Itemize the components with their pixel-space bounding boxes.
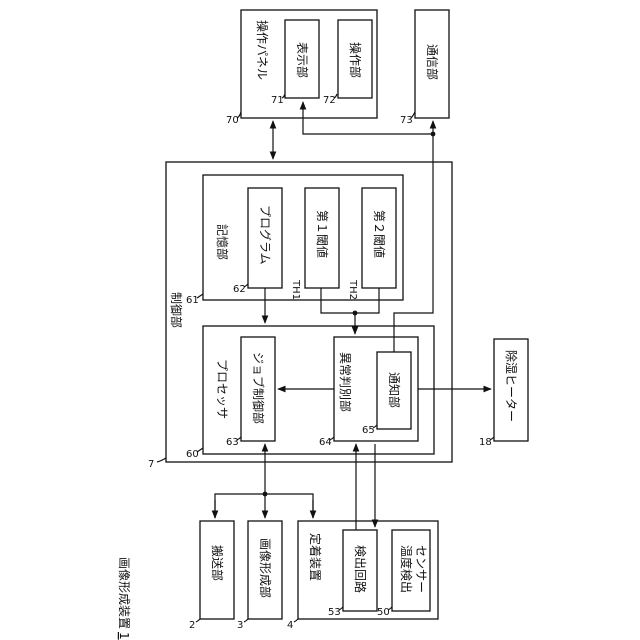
anomaly-judge-label: 異常判別部 [338, 352, 353, 412]
ref-63: 63 [226, 437, 239, 448]
fixing-device-label: 定着装置 [308, 533, 323, 581]
ref-TH1: TH1 [290, 279, 301, 300]
notification-label: 通知部 [387, 372, 402, 408]
transport-unit-label: 搬送部 [210, 545, 225, 581]
leader-line [294, 619, 298, 622]
ref-7: 7 [148, 459, 154, 470]
temperature-sensor-label-1: 温度検出 [399, 545, 414, 593]
ref-65: 65 [362, 425, 375, 436]
ref-64: 64 [319, 437, 332, 448]
ref-4: 4 [287, 620, 293, 631]
ref-TH2: TH2 [347, 279, 358, 300]
ref-53: 53 [328, 607, 341, 618]
temperature-sensor-label-2: センサー [414, 545, 428, 593]
device-number: 1 [117, 632, 131, 640]
detection-circuit-label: 検出回路 [353, 545, 368, 593]
junction-dot [431, 132, 436, 137]
leader-line [244, 619, 248, 622]
ref-3: 3 [237, 620, 243, 631]
processor-label: プロセッサ [215, 359, 229, 419]
leader-line [196, 619, 200, 622]
ref-18: 18 [479, 437, 492, 448]
image-forming-unit-label: 画像形成部 [258, 538, 273, 598]
ref-2: 2 [189, 620, 195, 631]
ref-70: 70 [226, 115, 239, 126]
junction-dot [353, 311, 358, 316]
operation-unit-label: 操作部 [348, 42, 363, 78]
threshold2-label: 第２閾値 [372, 210, 387, 258]
ref-61: 61 [186, 295, 199, 306]
ref-72: 72 [323, 95, 336, 106]
display-unit-label: 表示部 [295, 42, 310, 78]
leader-line [157, 458, 166, 462]
device-bus-line [215, 494, 313, 518]
communication-unit-label: 通信部 [425, 44, 440, 80]
job-control-label: ジョブ制御部 [251, 352, 266, 424]
junction-dot [263, 492, 268, 497]
ref-50: 50 [377, 607, 390, 618]
program-label: プログラム [258, 205, 272, 265]
device-title: 画像形成装置 [117, 557, 131, 629]
operation-panel-label: 操作パネル [255, 20, 270, 80]
ref-60: 60 [186, 449, 199, 460]
control-unit-label: 制御部 [169, 292, 184, 328]
dehumidify-heater-label: 除湿ヒーター [504, 350, 519, 422]
ref-62: 62 [233, 284, 246, 295]
storage-unit-label: 記憶部 [215, 224, 230, 260]
ref-71: 71 [271, 95, 284, 106]
ref-73: 73 [400, 115, 413, 126]
threshold1-label: 第１閾値 [315, 210, 330, 258]
